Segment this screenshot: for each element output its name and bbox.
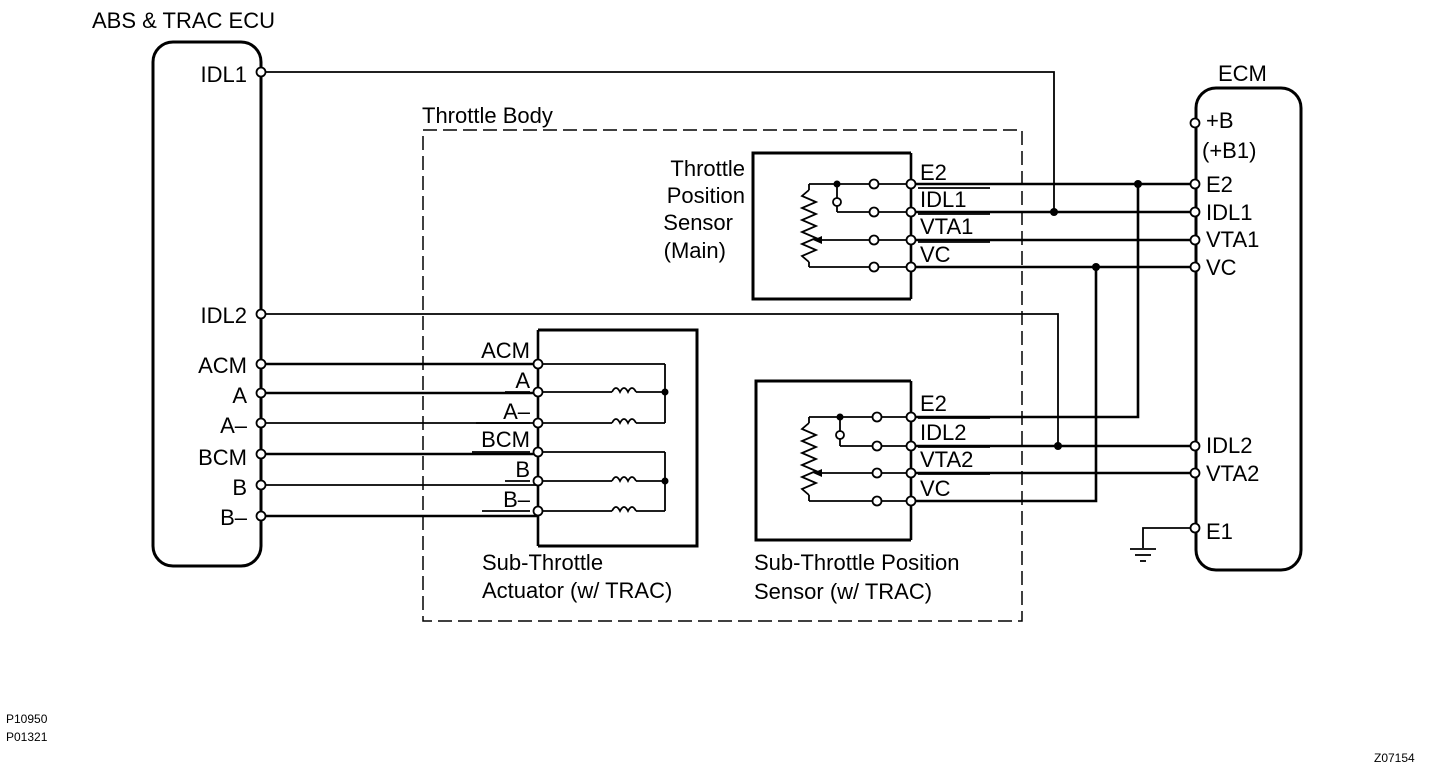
figure-code-2: P01321 <box>6 730 48 744</box>
coil-icon <box>611 418 637 426</box>
abs-ecu-pins <box>255 66 267 522</box>
tps-main-label-line4: (Main) <box>664 238 726 263</box>
throttle-body-label: Throttle Body <box>422 103 553 128</box>
ground-icon <box>1130 548 1156 562</box>
figure-code-1: P10950 <box>6 712 48 726</box>
ecm-box <box>1194 86 1303 572</box>
ecm-pin-idl2-label: IDL2 <box>1206 433 1252 458</box>
actuator-box <box>538 328 699 548</box>
tps-main-internals <box>799 178 911 273</box>
sub-tps-pins <box>905 411 917 507</box>
actuator-pin-b-label: B <box>515 457 530 482</box>
sub-tps-pin-vc-label: VC <box>920 476 951 501</box>
actuator-pin-acm-label: ACM <box>481 338 530 363</box>
actuator-internals <box>538 363 669 514</box>
coil-icon <box>611 506 637 514</box>
throttle-body-outline <box>422 129 1023 622</box>
abs-pin-a-label: A <box>232 383 247 408</box>
abs-pin-bcm-label: BCM <box>198 445 247 470</box>
tps-main-label-line3: Sensor <box>663 210 733 235</box>
tps-main-pin-vta1-label: VTA1 <box>920 214 973 239</box>
tps-main-label-line1: Throttle <box>670 156 745 181</box>
resistor-icon <box>799 189 819 263</box>
tps-main-pin-idl1-label: IDL1 <box>920 187 966 212</box>
ecm-pin-e1-label: E1 <box>1206 519 1233 544</box>
tps-main-label-line2: Position <box>667 183 745 208</box>
idle-switch-icon <box>835 430 845 440</box>
ecm-pin-vta2-label: VTA2 <box>1206 461 1259 486</box>
abs-pin-acm-label: ACM <box>198 353 247 378</box>
sub-tps-pin-e2-label: E2 <box>920 391 947 416</box>
wires <box>261 71 1195 548</box>
abs-pin-a-minus-label: A– <box>220 413 248 438</box>
ecm-pin-b-label: +B <box>1206 108 1234 133</box>
wiper-arrow-icon <box>813 469 822 477</box>
actuator-pin-a-minus-label: A– <box>503 399 531 424</box>
sub-tps-box <box>754 379 911 542</box>
ecm-pin-idl1-label: IDL1 <box>1206 200 1252 225</box>
ecm-title: ECM <box>1218 61 1267 86</box>
actuator-label-line2: Actuator (w/ TRAC) <box>482 578 672 603</box>
tps-main-pin-e2-label: E2 <box>920 160 947 185</box>
actuator-label-line1: Sub-Throttle <box>482 550 603 575</box>
coil-icon <box>611 476 637 484</box>
abs-ecu-box <box>151 40 263 568</box>
wiper-arrow-icon <box>813 236 822 244</box>
sub-tps-internals <box>799 411 911 507</box>
tps-main-box <box>751 151 911 301</box>
ecm-pin-b1-label: (+B1) <box>1202 138 1256 163</box>
coil-icon <box>611 387 637 395</box>
resistor-icon <box>799 422 819 496</box>
sub-tps-pin-vta2-label: VTA2 <box>920 447 973 472</box>
actuator-pin-b-minus-label: B– <box>503 487 531 512</box>
sub-tps-pin-idl2-label: IDL2 <box>920 420 966 445</box>
ecm-pins <box>1189 117 1201 534</box>
figure-code-right: Z07154 <box>1374 751 1415 765</box>
actuator-pins <box>532 358 544 517</box>
actuator-pin-bcm-label: BCM <box>481 427 530 452</box>
ecm-pin-vc-label: VC <box>1206 255 1237 280</box>
abs-pin-b-minus-label: B– <box>220 505 248 530</box>
abs-pin-idl2-label: IDL2 <box>201 303 247 328</box>
tps-main-pins <box>905 178 917 273</box>
abs-pin-b-label: B <box>232 475 247 500</box>
ecm-pin-e2-label: E2 <box>1206 172 1233 197</box>
idle-switch-icon <box>832 197 842 207</box>
actuator-pin-a-label: A <box>515 368 530 393</box>
sub-tps-label-line2: Sensor (w/ TRAC) <box>754 579 932 604</box>
tps-main-pin-vc-label: VC <box>920 242 951 267</box>
abs-ecu-title: ABS & TRAC ECU <box>92 8 275 33</box>
abs-pin-idl1-label: IDL1 <box>201 62 247 87</box>
sub-tps-label-line1: Sub-Throttle Position <box>754 550 959 575</box>
ecm-pin-vta1-label: VTA1 <box>1206 227 1259 252</box>
